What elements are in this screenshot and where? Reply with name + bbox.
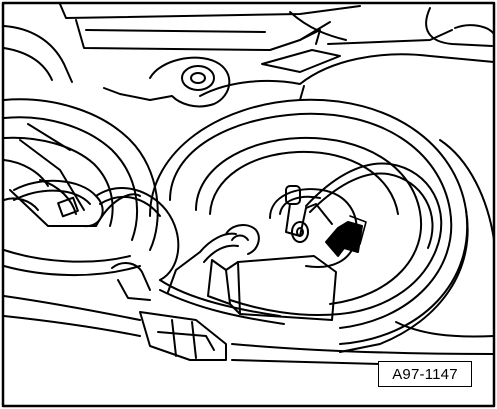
arrow-down-icon (325, 215, 367, 257)
left-wiring (13, 179, 285, 325)
figure-code-label: A97-1147 (378, 361, 472, 387)
lock-ring (3, 98, 159, 276)
body-panel (3, 3, 495, 97)
connector-housing (207, 255, 337, 321)
mounting-boss (103, 56, 231, 108)
tank-floor (3, 295, 495, 365)
tank-opening (149, 85, 495, 353)
connector-plug (167, 224, 260, 293)
hose-bracket (111, 262, 227, 361)
